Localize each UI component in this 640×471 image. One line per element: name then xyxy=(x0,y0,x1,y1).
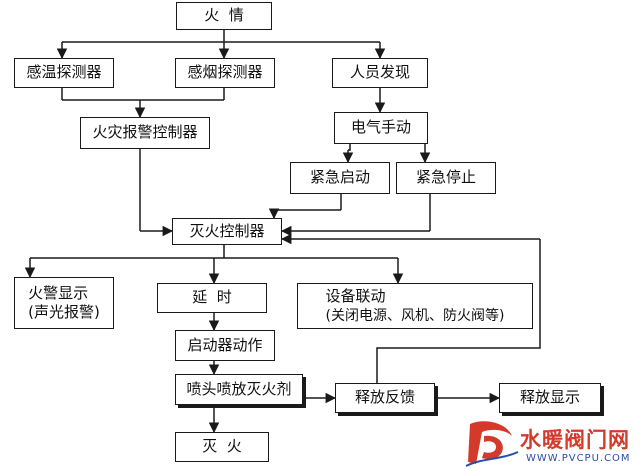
node-equipment-linkage-line1: 设备联动 xyxy=(325,287,386,306)
node-person-found: 人员发现 xyxy=(332,58,428,88)
pv-logo-icon xyxy=(465,421,519,467)
node-release-display-label: 释放显示 xyxy=(519,388,580,407)
node-fire-label: 火 情 xyxy=(204,6,244,25)
node-extinguished: 灭 火 xyxy=(175,432,269,462)
node-electric-manual: 电气手动 xyxy=(334,112,428,144)
node-emergency-start-label: 紧急启动 xyxy=(309,168,370,187)
watermark-url: WWW.PVCPU.COM xyxy=(526,453,631,464)
node-emergency-start: 紧急启动 xyxy=(290,162,390,194)
node-starter-action: 启动器动作 xyxy=(175,330,275,361)
node-release-feedback: 释放反馈 xyxy=(335,383,435,413)
node-smoke-detector-label: 感烟探测器 xyxy=(187,63,263,82)
node-alarm-display-text: 火警显示 (声光报警) xyxy=(28,284,100,323)
node-delay-label: 延 时 xyxy=(192,288,232,307)
node-release-display: 释放显示 xyxy=(499,383,601,413)
node-release-feedback-label: 释放反馈 xyxy=(354,388,415,407)
node-fire-alarm-controller: 火灾报警控制器 xyxy=(80,117,210,149)
node-fire: 火 情 xyxy=(176,2,272,30)
node-equipment-linkage-line2: (关闭电源、风机、防火阀等) xyxy=(325,307,505,324)
node-temp-detector: 感温探测器 xyxy=(14,58,114,88)
node-extinguished-label: 灭 火 xyxy=(202,437,242,456)
watermark: 水暖阀门网 WWW.PVCPU.COM xyxy=(462,416,640,471)
watermark-text: 水暖阀门网 xyxy=(520,428,630,452)
node-nozzle-release: 喷头喷放灭火剂 xyxy=(175,374,303,405)
arrow-start-to-controller xyxy=(268,208,341,220)
node-alarm-display: 火警显示 (声光报警) xyxy=(14,277,114,329)
node-emergency-stop-label: 紧急停止 xyxy=(415,168,476,187)
node-nozzle-release-label: 喷头喷放灭火剂 xyxy=(186,379,292,398)
line-manual-to-start xyxy=(348,144,351,151)
node-equipment-linkage: 设备联动 (关闭电源、风机、防火阀等) xyxy=(297,283,533,329)
node-electric-manual-label: 电气手动 xyxy=(350,118,411,137)
node-alarm-display-line2: (声光报警) xyxy=(28,303,100,321)
node-emergency-stop: 紧急停止 xyxy=(396,162,496,194)
node-extinguish-controller-label: 灭火控制器 xyxy=(189,221,265,240)
node-delay: 延 时 xyxy=(157,283,267,313)
node-starter-action-label: 启动器动作 xyxy=(187,335,263,354)
node-temp-detector-label: 感温探测器 xyxy=(26,63,102,82)
line-feedback-up xyxy=(376,239,541,383)
node-extinguish-controller: 灭火控制器 xyxy=(172,218,282,245)
node-alarm-display-line1: 火警显示 xyxy=(28,283,89,302)
node-person-found-label: 人员发现 xyxy=(349,63,410,82)
node-fire-alarm-controller-label: 火灾报警控制器 xyxy=(92,123,198,142)
node-smoke-detector: 感烟探测器 xyxy=(175,58,275,88)
node-equipment-linkage-text: 设备联动 (关闭电源、风机、防火阀等) xyxy=(326,287,505,325)
